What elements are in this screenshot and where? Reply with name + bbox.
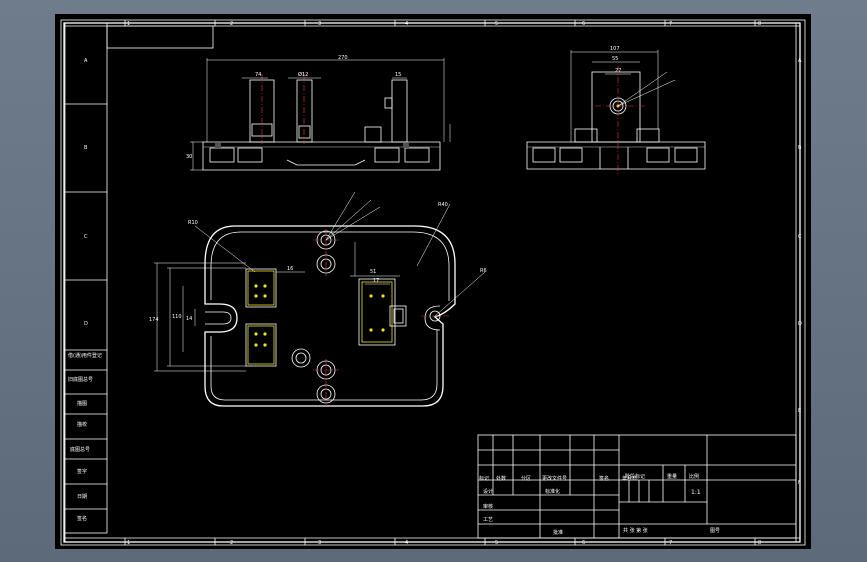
dim-top-r40: R40 [438,202,448,208]
zone-row-b-right: B [798,145,802,151]
left-label-4: 底图总号 [70,446,90,453]
zone-row-c-right: C [798,234,802,240]
zone-row-e-right: E [798,408,801,414]
zone-col-6: 6 [582,21,585,27]
dim-top-r6: R6 [480,268,487,274]
top-left-code-box [106,25,214,49]
zone-row-b-left: B [84,145,88,151]
top-view[interactable] [154,191,486,407]
tb-header-5: 年月日 [622,475,637,482]
zone-col-5: 5 [495,21,498,27]
title-block-grid [477,434,797,539]
dim-front-height: 30 [186,154,192,160]
top-zone-strip [64,20,800,545]
zone-col-8-bottom: 8 [758,540,761,546]
dim-top-r10: R10 [188,220,198,226]
zone-row-c-left: C [84,234,88,240]
dim-top-w17: 17 [373,278,379,284]
zone-row-d-right: D [798,321,802,327]
zone-col-5-bottom: 5 [495,540,498,546]
tb-scale-value: 1:1 [691,489,701,496]
tb-scale-label: 比例 [689,473,699,480]
zone-row-a-right: A [798,58,802,64]
zone-col-2: 2 [230,21,233,27]
zone-row-d-left: D [84,321,88,327]
tb-sheet-info: 共 张 第 张 [623,527,648,534]
zone-col-3: 3 [318,21,321,27]
dim-side-width: 107 [610,46,620,52]
dim-side-small: 27 [615,68,621,74]
dim-top-height-inner: 110 [172,314,182,320]
left-label-6: 日期 [77,494,87,500]
dim-front-width: 270 [338,55,348,61]
zone-col-1: 1 [127,21,130,27]
tb-row-1: 标准化 [545,488,560,495]
tb-header-4: 签名 [599,475,609,482]
left-label-0: 借(通)用件登记 [68,352,102,359]
left-label-1: 旧底图总号 [68,376,93,383]
left-label-2: 描图 [77,400,87,407]
tb-row-0: 设计 [483,488,493,495]
zone-col-4-bottom: 4 [405,540,408,546]
zone-col-7: 7 [669,21,672,27]
dim-top-w51: 51 [370,269,376,275]
tb-header-2: 分区 [521,475,531,482]
cad-drawing-viewport[interactable]: 1 2 3 4 5 6 7 8 1 2 3 4 5 6 7 8 A B C D … [55,14,811,549]
tb-stage-label: 阶段标记 [625,473,645,480]
dim-side-inner: 55 [612,56,618,62]
tb-row-2: 审核 [483,503,493,510]
zone-col-4: 4 [405,21,408,27]
tb-weight-label: 重量 [667,473,677,480]
tb-header-3: 更改文件号 [542,475,567,482]
inner-border [63,22,801,543]
dim-top-gap-14: 14 [186,316,192,322]
dim-top-height-outer: 174 [149,317,159,323]
zone-col-2-bottom: 2 [230,540,233,546]
zone-row-a-left: A [84,58,88,64]
tb-row-3: 工艺 [483,517,493,523]
dim-front-hole: Ø12 [298,71,308,78]
tb-misc: 图号 [710,528,720,534]
outer-border [60,19,806,546]
zone-col-7-bottom: 7 [669,540,672,546]
left-binding-column [63,22,108,534]
zone-col-3-bottom: 3 [318,540,321,546]
front-view[interactable] [190,58,451,171]
dim-top-gap-16: 16 [287,266,293,272]
left-label-7: 签名 [77,515,87,522]
tb-header-0: 标记 [479,475,489,482]
zone-col-8: 8 [758,21,761,27]
tb-row-4: 批准 [553,529,563,536]
side-view[interactable] [526,50,706,174]
dim-front-small: 15 [395,72,401,78]
tb-header-1: 处数 [496,475,506,482]
zone-col-1-bottom: 1 [127,540,130,546]
cad-drawing: 1 2 3 4 5 6 7 8 1 2 3 4 5 6 7 8 A B C D … [60,19,806,546]
left-label-5: 签字 [77,468,87,475]
zone-col-6-bottom: 6 [582,540,585,546]
zone-row-f-right: F [798,480,801,486]
dim-front-spacing: 74 [255,72,261,78]
left-label-3: 描校 [77,421,87,428]
